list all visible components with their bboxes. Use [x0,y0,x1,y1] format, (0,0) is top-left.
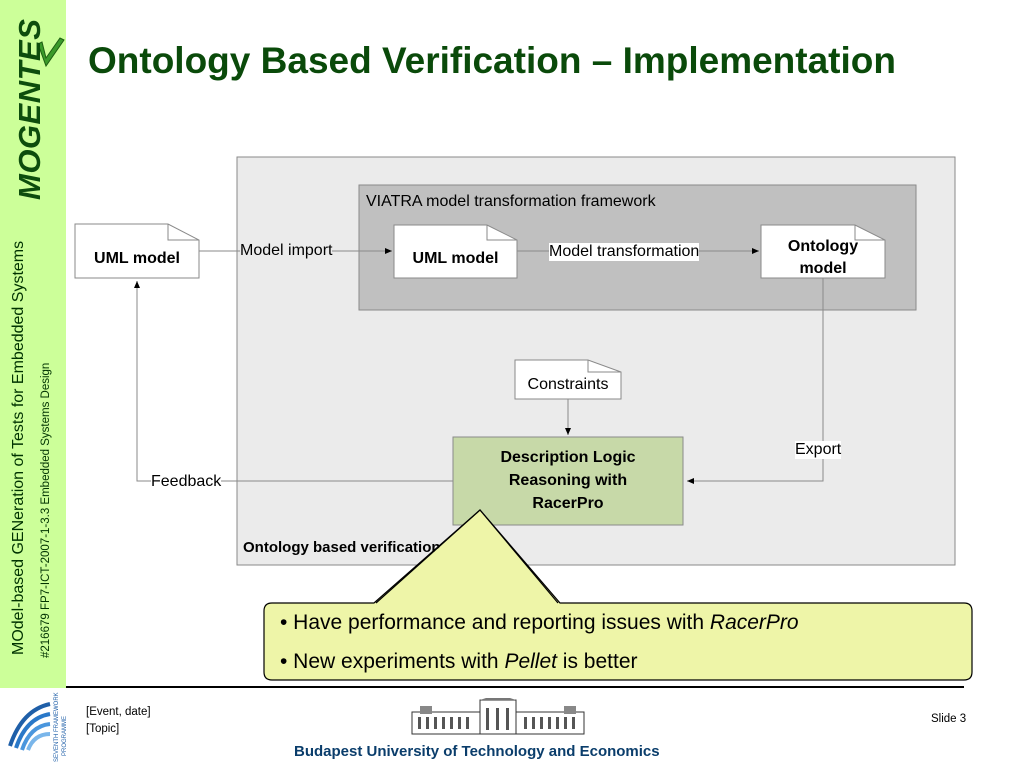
sidebar: MOGENTES MOdel-based GENeration of Tests… [0,0,66,688]
callout-item-racerpro: • Have performance and reporting issues … [280,611,799,634]
ontology-model-box [760,224,886,279]
reasoner-label-line1: Description Logic [500,448,636,466]
constraints-label: Constraints [527,375,609,393]
fp7-logo-icon: SEVENTH FRAMEWORK PROGRAMME [6,692,68,762]
uml-model-internal-box [393,224,518,279]
footer-event-date: [Event, date] [86,706,151,718]
uml-model-external-label: UML model [94,249,180,267]
export-label: Export [795,441,842,459]
reasoner-label-line3: RacerPro [532,494,604,512]
callout-item-pellet: • New experiments with Pellet is better [280,650,638,673]
slide-title: Ontology Based Verification – Implementa… [88,40,896,81]
ontology-model-label-line2: model [799,259,847,277]
fp7-label: SEVENTH FRAMEWORK [54,692,60,762]
edge-feedback [134,281,453,482]
ontology-model-label-line1: Ontology [787,237,859,255]
university-building-icon [411,698,585,735]
edge-export [687,278,824,484]
constraints-box [514,359,622,400]
feedback-label: Feedback [151,473,222,491]
tool-label: Ontology based verification tool [243,539,473,556]
model-transformation-label: Model transformation [549,243,700,261]
reasoner-label-line2: Reasoning with [508,471,628,489]
model-import-label: Model import [240,242,333,260]
logo-checkmark-icon [37,37,65,68]
uml-model-internal-label: UML model [412,249,499,267]
footer-divider [66,686,964,688]
university-name: Budapest University of Technology and Ec… [294,743,660,760]
slide-number: Slide 3 [931,713,967,725]
diagram-canvas [74,156,973,681]
fp7-label-programme: PROGRAMME [62,716,68,756]
framework-label: VIATRA model transformation framework [366,193,656,210]
footer-topic: [Topic] [86,723,120,735]
